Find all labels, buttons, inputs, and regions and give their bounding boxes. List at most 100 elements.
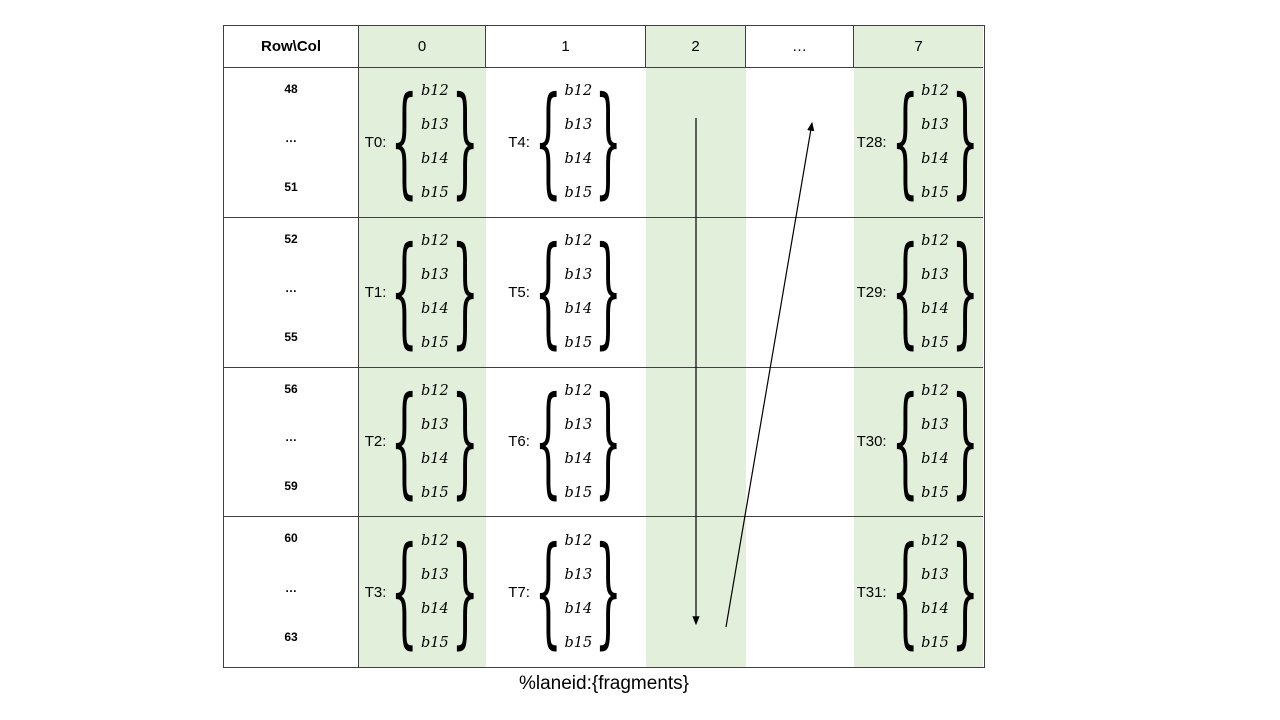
fragment-item: b14 [420, 450, 449, 467]
thread-fragment-group: T31: { b12 b13 b14 b15 } [857, 524, 981, 660]
empty-cell [646, 367, 746, 518]
right-brace: } [594, 371, 623, 512]
thread-fragment-group: T0: { b12 b13 b14 b15 } [365, 74, 481, 210]
thread-fragment-group: T7: { b12 b13 b14 b15 } [508, 524, 624, 660]
caption: %laneid:{fragments} [518, 673, 690, 694]
left-brace: { [891, 371, 919, 512]
row-label-ellipsis: … [285, 280, 297, 295]
row-label-cell: 48 … 51 [224, 68, 359, 218]
fragment-cell: T7: { b12 b13 b14 b15 } [486, 517, 646, 667]
fragment-item: b12 [921, 533, 949, 550]
right-brace: } [594, 72, 623, 213]
empty-cell [746, 218, 854, 368]
row-label-cell: 60 … 63 [224, 517, 359, 667]
fragment-item: b13 [420, 117, 449, 134]
thread-label: T28: [856, 133, 887, 151]
header-col-0: 0 [359, 26, 486, 68]
left-brace: { [534, 522, 562, 663]
fragment-item: b15 [921, 335, 949, 352]
thread-label: T30: [856, 433, 887, 451]
thread-label: T0: [364, 133, 387, 151]
fragment-item: b13 [564, 267, 593, 284]
fragment-item: b13 [921, 117, 949, 134]
right-brace: } [951, 72, 979, 213]
thread-label: T31: [856, 583, 887, 601]
fragment-item: b13 [564, 567, 593, 584]
fragment-item: b14 [921, 601, 949, 618]
fragment-item: b15 [420, 335, 449, 352]
header-rowcol: Row\Col [224, 26, 359, 68]
thread-label: T3: [364, 583, 387, 601]
fragment-item: b15 [420, 484, 449, 501]
fragment-item: b14 [420, 301, 449, 318]
row-label-ellipsis: … [285, 130, 297, 145]
fragment-item: b13 [921, 567, 949, 584]
fragment-stack: b12 b13 b14 b15 [564, 224, 592, 360]
header-col-1: 1 [486, 26, 646, 68]
thread-fragment-group: T3: { b12 b13 b14 b15 } [365, 524, 481, 660]
fragment-item: b14 [921, 301, 949, 318]
fragment-item: b12 [564, 233, 593, 250]
row-label-end: 51 [284, 179, 298, 194]
fragment-stack: b12 b13 b14 b15 [421, 374, 449, 510]
fragment-stack: b12 b13 b14 b15 [564, 374, 592, 510]
thread-fragment-group: T2: { b12 b13 b14 b15 } [365, 374, 481, 510]
right-brace: } [594, 222, 623, 363]
empty-cell [746, 368, 854, 518]
row-label-ellipsis: … [285, 430, 297, 445]
thread-fragment-group: T5: { b12 b13 b14 b15 } [508, 224, 624, 360]
row-label-start: 56 [284, 381, 298, 396]
fragment-stack: b12 b13 b14 b15 [921, 524, 949, 660]
fragment-item: b15 [564, 635, 593, 652]
fragment-item: b13 [420, 267, 449, 284]
fragment-item: b15 [921, 185, 949, 202]
right-brace: } [951, 522, 979, 663]
fragment-cell: T28: { b12 b13 b14 b15 } [854, 68, 983, 218]
fragment-item: b15 [921, 484, 949, 501]
fragment-item: b15 [564, 484, 593, 501]
fragment-item: b14 [921, 450, 949, 467]
fragment-cell: T0: { b12 b13 b14 b15 } [359, 68, 486, 218]
left-brace: { [891, 522, 919, 663]
fragment-item: b13 [564, 117, 593, 134]
fragment-item: b12 [921, 83, 949, 100]
right-brace: } [951, 371, 979, 512]
right-brace: } [451, 222, 479, 363]
fragment-cell: T1: { b12 b13 b14 b15 } [359, 217, 486, 368]
fragment-item: b14 [564, 151, 593, 168]
empty-cell [646, 517, 746, 667]
row-label-end: 55 [284, 329, 298, 344]
left-brace: { [891, 72, 919, 213]
fragment-layout-table: Row\Col 0 1 2 … 7 48 … 51 T0: { b12 b13 … [223, 25, 985, 668]
fragment-item: b14 [921, 151, 949, 168]
thread-label: T29: [856, 283, 887, 301]
fragment-item: b15 [921, 635, 949, 652]
row-label-cell: 52 … 55 [224, 217, 359, 368]
header-col-ellipsis: … [746, 26, 854, 68]
header-col-7: 7 [854, 26, 983, 68]
fragment-stack: b12 b13 b14 b15 [921, 374, 949, 510]
left-brace: { [390, 72, 419, 213]
thread-label: T5: [508, 283, 530, 301]
row-label-start: 48 [284, 82, 298, 96]
fragment-cell: T6: { b12 b13 b14 b15 } [486, 368, 646, 518]
fragment-item: b15 [420, 185, 449, 202]
empty-cell [646, 217, 746, 368]
left-brace: { [390, 371, 419, 512]
fragment-item: b14 [564, 601, 593, 618]
right-brace: } [451, 522, 479, 663]
fragment-item: b14 [564, 301, 593, 318]
fragment-stack: b12 b13 b14 b15 [564, 524, 592, 660]
fragment-item: b15 [420, 635, 449, 652]
thread-fragment-group: T28: { b12 b13 b14 b15 } [857, 74, 981, 210]
left-brace: { [390, 222, 419, 363]
fragment-stack: b12 b13 b14 b15 [421, 524, 449, 660]
thread-label: T7: [508, 583, 530, 601]
empty-cell [746, 517, 854, 667]
header-col-2: 2 [646, 26, 746, 68]
fragment-stack: b12 b13 b14 b15 [421, 74, 449, 210]
fragment-item: b12 [420, 533, 449, 550]
left-brace: { [534, 72, 562, 213]
thread-label: T4: [508, 133, 530, 151]
fragment-cell: T4: { b12 b13 b14 b15 } [486, 68, 646, 218]
